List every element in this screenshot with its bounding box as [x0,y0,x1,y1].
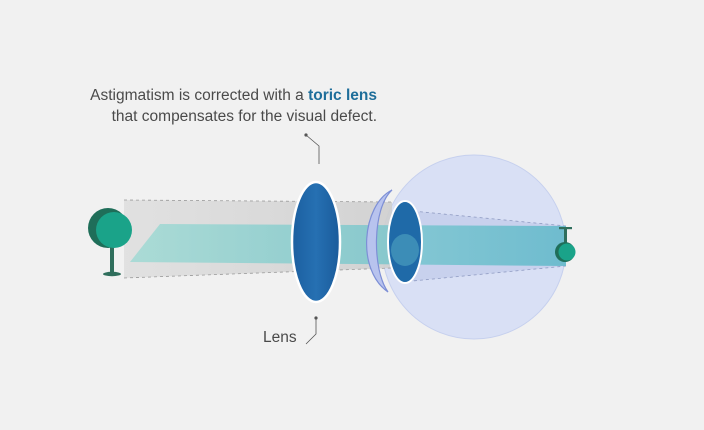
lens-label: Lens [263,329,297,346]
lens-label-pointer [305,316,318,345]
caption-line-2: that compensates for the visual defect. [111,108,377,125]
caption-line-1: Astigmatism is corrected with a toric le… [90,85,377,106]
caption-pointer [304,133,320,164]
tree-image-icon [555,227,576,262]
toric-lens-highlight: toric lens [308,87,377,104]
caption-text: Astigmatism is corrected with a [90,87,309,104]
tree-icon [88,208,132,277]
eye-crystalline-lens [387,200,423,284]
eye-lens-overlay [391,234,419,266]
cornea [366,189,393,293]
toric-lens [290,180,342,304]
light-edge-top [123,199,393,203]
light-edge-bottom [123,267,393,279]
light-beam [130,224,566,266]
diagram-caption: Astigmatism is corrected with a toric le… [90,85,377,127]
